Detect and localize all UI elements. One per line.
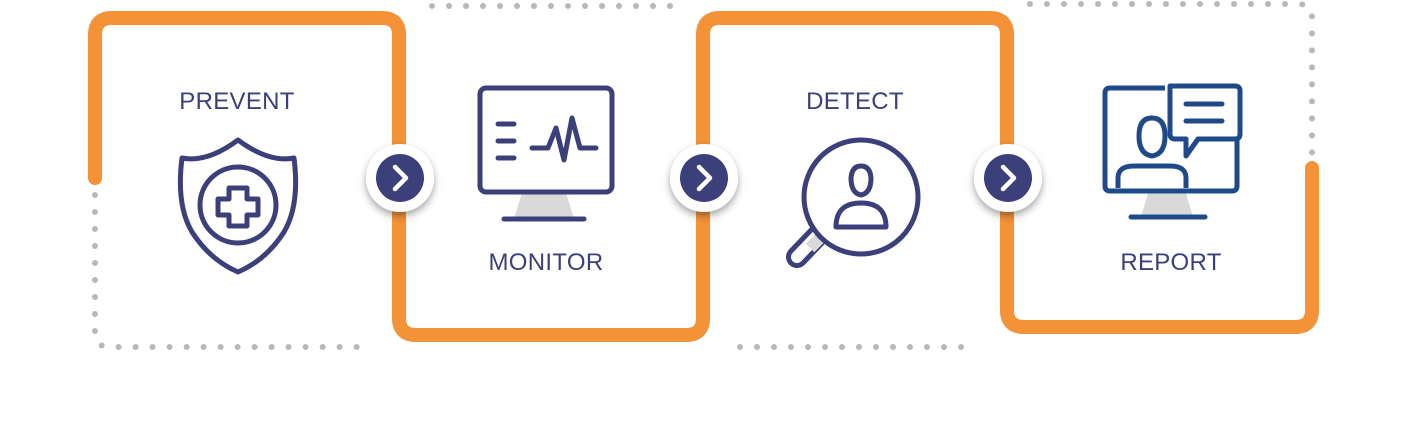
- chevron-right-icon: [696, 164, 713, 192]
- shield-medical-icon: [177, 137, 299, 275]
- chevron-right-icon: [1000, 164, 1017, 192]
- step-label-report: REPORT: [1120, 249, 1222, 276]
- dotted-path-report-top: [1027, 1, 1315, 161]
- magnifier-person-icon: [786, 137, 921, 268]
- orange-path-report: [1000, 153, 1319, 334]
- video-chat-report-icon: [1102, 83, 1243, 220]
- monitor-heartbeat-icon: [477, 85, 615, 222]
- connector-1: [366, 144, 434, 212]
- step-label-detect: DETECT: [806, 88, 904, 115]
- connector-3: [974, 144, 1042, 212]
- step-label-monitor: MONITOR: [488, 249, 604, 276]
- orange-path-prevent: [88, 11, 1014, 342]
- connector-2: [670, 144, 738, 212]
- step-label-prevent: PREVENT: [179, 88, 295, 115]
- dotted-path-prevent: [92, 192, 363, 350]
- chevron-right-icon: [392, 164, 409, 192]
